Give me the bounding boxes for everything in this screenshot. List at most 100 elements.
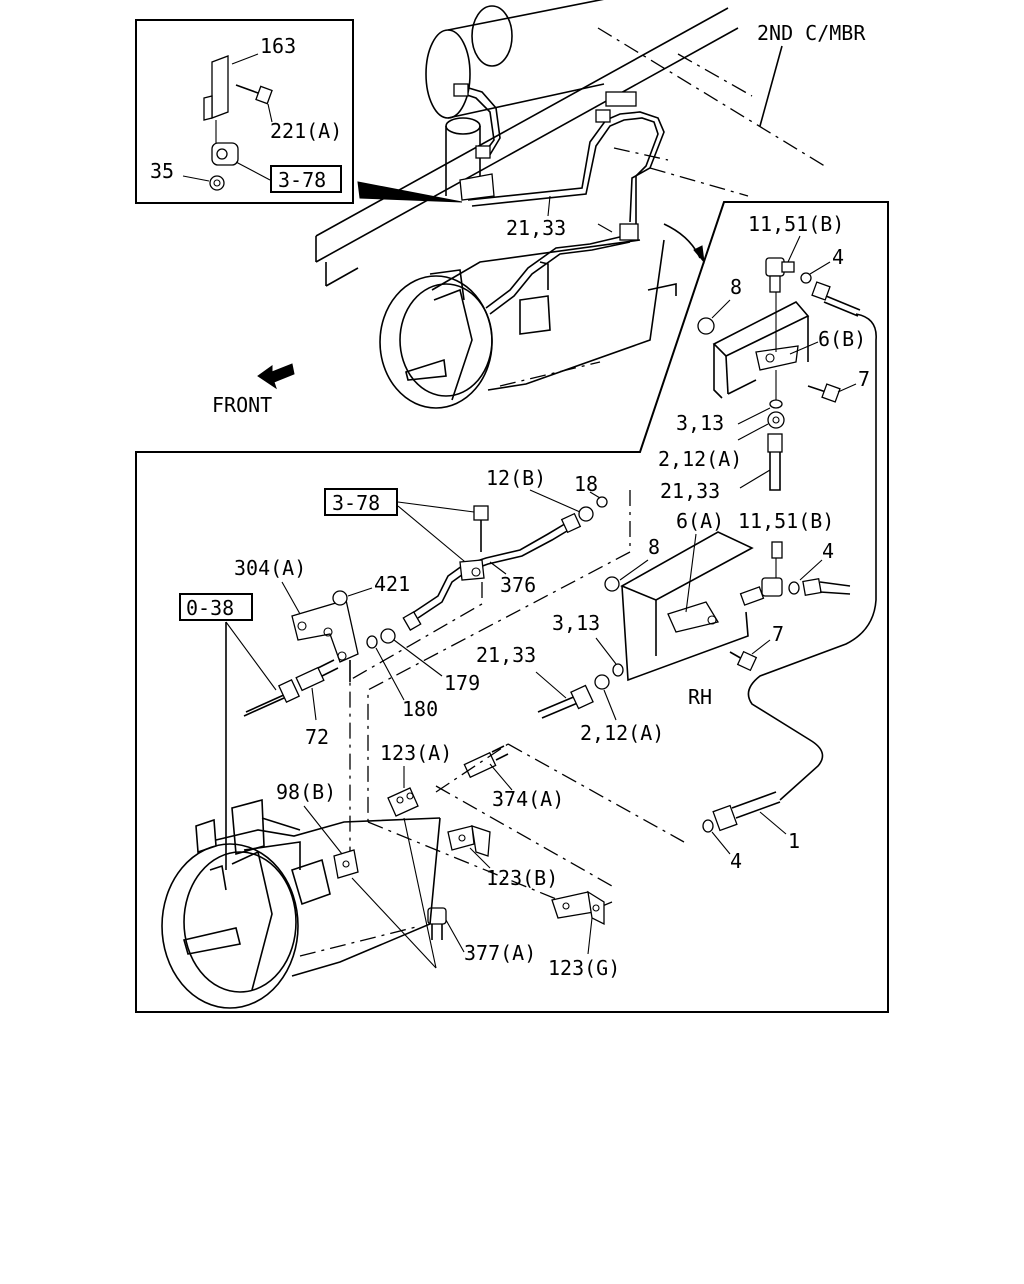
pipe-21-33-low [537, 684, 594, 719]
label-4-low: 4 [730, 849, 742, 873]
fitting-11-51b-top [765, 257, 795, 296]
washer-4-mid [788, 577, 851, 597]
label-377a: 377(A) [464, 941, 536, 965]
label-123b: 123(B) [486, 866, 558, 890]
dash-line-4 [435, 743, 509, 793]
ref-0-38: 0-38 [186, 596, 234, 620]
bracket-6b [712, 296, 810, 400]
label-8-top: 8 [730, 275, 742, 299]
transmission-top [379, 239, 677, 409]
label-4-mid: 4 [822, 539, 834, 563]
fitting-374a [463, 745, 509, 779]
bracket-123a [387, 787, 419, 817]
label-3-13-mid: 3,13 [552, 611, 600, 635]
label-12b: 12(B) [486, 466, 546, 490]
washer-3-13-top [769, 399, 783, 409]
label-front: FRONT [212, 393, 272, 417]
front-direction-arrow: FRONT [212, 363, 295, 417]
dash-line-6 [435, 785, 613, 887]
dash-line-3 [507, 743, 685, 843]
label-179: 179 [444, 671, 480, 695]
label-374a: 374(A) [492, 787, 564, 811]
frame-rail-top [315, 0, 829, 287]
washer-4-top [800, 272, 861, 317]
rod-0-38 [243, 679, 301, 717]
label-3-13-top: 3,13 [676, 411, 724, 435]
pipe-1 [712, 791, 781, 832]
label-98b: 98(B) [276, 780, 336, 804]
bracket-163 [203, 55, 229, 121]
label-123a: 123(A) [380, 741, 452, 765]
bracket-123b [447, 825, 491, 857]
label-123g: 123(G) [548, 956, 620, 980]
ref-box-0-38 [179, 593, 253, 621]
label-163: 163 [260, 34, 296, 58]
label-2nd-cmbr: 2ND C/MBR [757, 21, 866, 45]
ref-3-78-mid: 3-78 [332, 491, 380, 515]
ref-3-78-top: 3-78 [278, 168, 326, 192]
leader-vertex-1 [351, 877, 437, 969]
label-rh: RH [688, 685, 712, 709]
label-7-mid: 7 [772, 622, 784, 646]
ref-box-3-78-mid [324, 488, 398, 516]
bolt-221a [235, 84, 273, 105]
label-11-51b-top: 11,51(B) [748, 212, 844, 236]
label-11-51b-mid: 11,51(B) [738, 509, 834, 533]
bracket-304a [291, 599, 359, 663]
ref-box-3-78-top [270, 165, 342, 193]
nut-18 [578, 496, 608, 522]
transmission-lower [161, 798, 441, 1009]
washer-180 [366, 635, 378, 649]
bolt-7-top [807, 383, 841, 403]
fitting-72 [295, 659, 339, 692]
label-35: 35 [150, 159, 174, 183]
nut-8-mid [604, 576, 620, 592]
label-21-33-mid: 21,33 [660, 479, 720, 503]
label-18: 18 [574, 472, 598, 496]
nut-2-12a-top [767, 411, 785, 429]
washer-3-13-mid [612, 663, 624, 677]
bracket-6a [620, 531, 754, 682]
label-7-top: 7 [858, 367, 870, 391]
label-21-33-top: 21,33 [506, 216, 566, 240]
label-421: 421 [374, 572, 410, 596]
bracket-123g [551, 890, 605, 926]
bracket-98b [333, 849, 359, 879]
nut-179 [380, 628, 396, 644]
hose-376 [402, 512, 582, 631]
bolt-12b [473, 505, 489, 552]
inset-pointer [357, 181, 463, 203]
nut-35 [209, 175, 225, 191]
pipe-21-33-right [767, 433, 783, 491]
leader-vertex-2 [403, 817, 437, 969]
label-21-33-low: 21,33 [476, 643, 536, 667]
label-6a: 6(A) [676, 509, 724, 533]
label-180: 180 [402, 697, 438, 721]
label-6b: 6(B) [818, 327, 866, 351]
washer-4-low [702, 819, 714, 833]
fitting-11-51b-mid [739, 541, 783, 606]
nut-2-12a-low [594, 674, 610, 690]
label-1: 1 [788, 829, 800, 853]
label-304a: 304(A) [234, 556, 306, 580]
label-72: 72 [305, 725, 329, 749]
hose-lines-top [453, 83, 665, 315]
dash-line-1 [367, 490, 631, 822]
nut-421 [332, 590, 348, 606]
dash-line-2 [349, 582, 483, 852]
label-221a: 221(A) [270, 119, 342, 143]
label-2-12a-low: 2,12(A) [580, 721, 664, 745]
label-4-top: 4 [832, 245, 844, 269]
detail-pointer-arc [663, 223, 701, 259]
nut-8-top [697, 317, 715, 335]
clip-part [211, 120, 239, 166]
bolt-7-mid [729, 650, 758, 672]
bolt-377a [427, 907, 447, 940]
label-8-mid: 8 [648, 535, 660, 559]
right-detail-border [135, 201, 889, 1013]
hose-loop-right [747, 313, 877, 801]
inset-detail-box: 163 221(A) 35 3-78 [135, 19, 354, 204]
label-2-12a-top: 2,12(A) [658, 447, 742, 471]
label-376: 376 [500, 573, 536, 597]
